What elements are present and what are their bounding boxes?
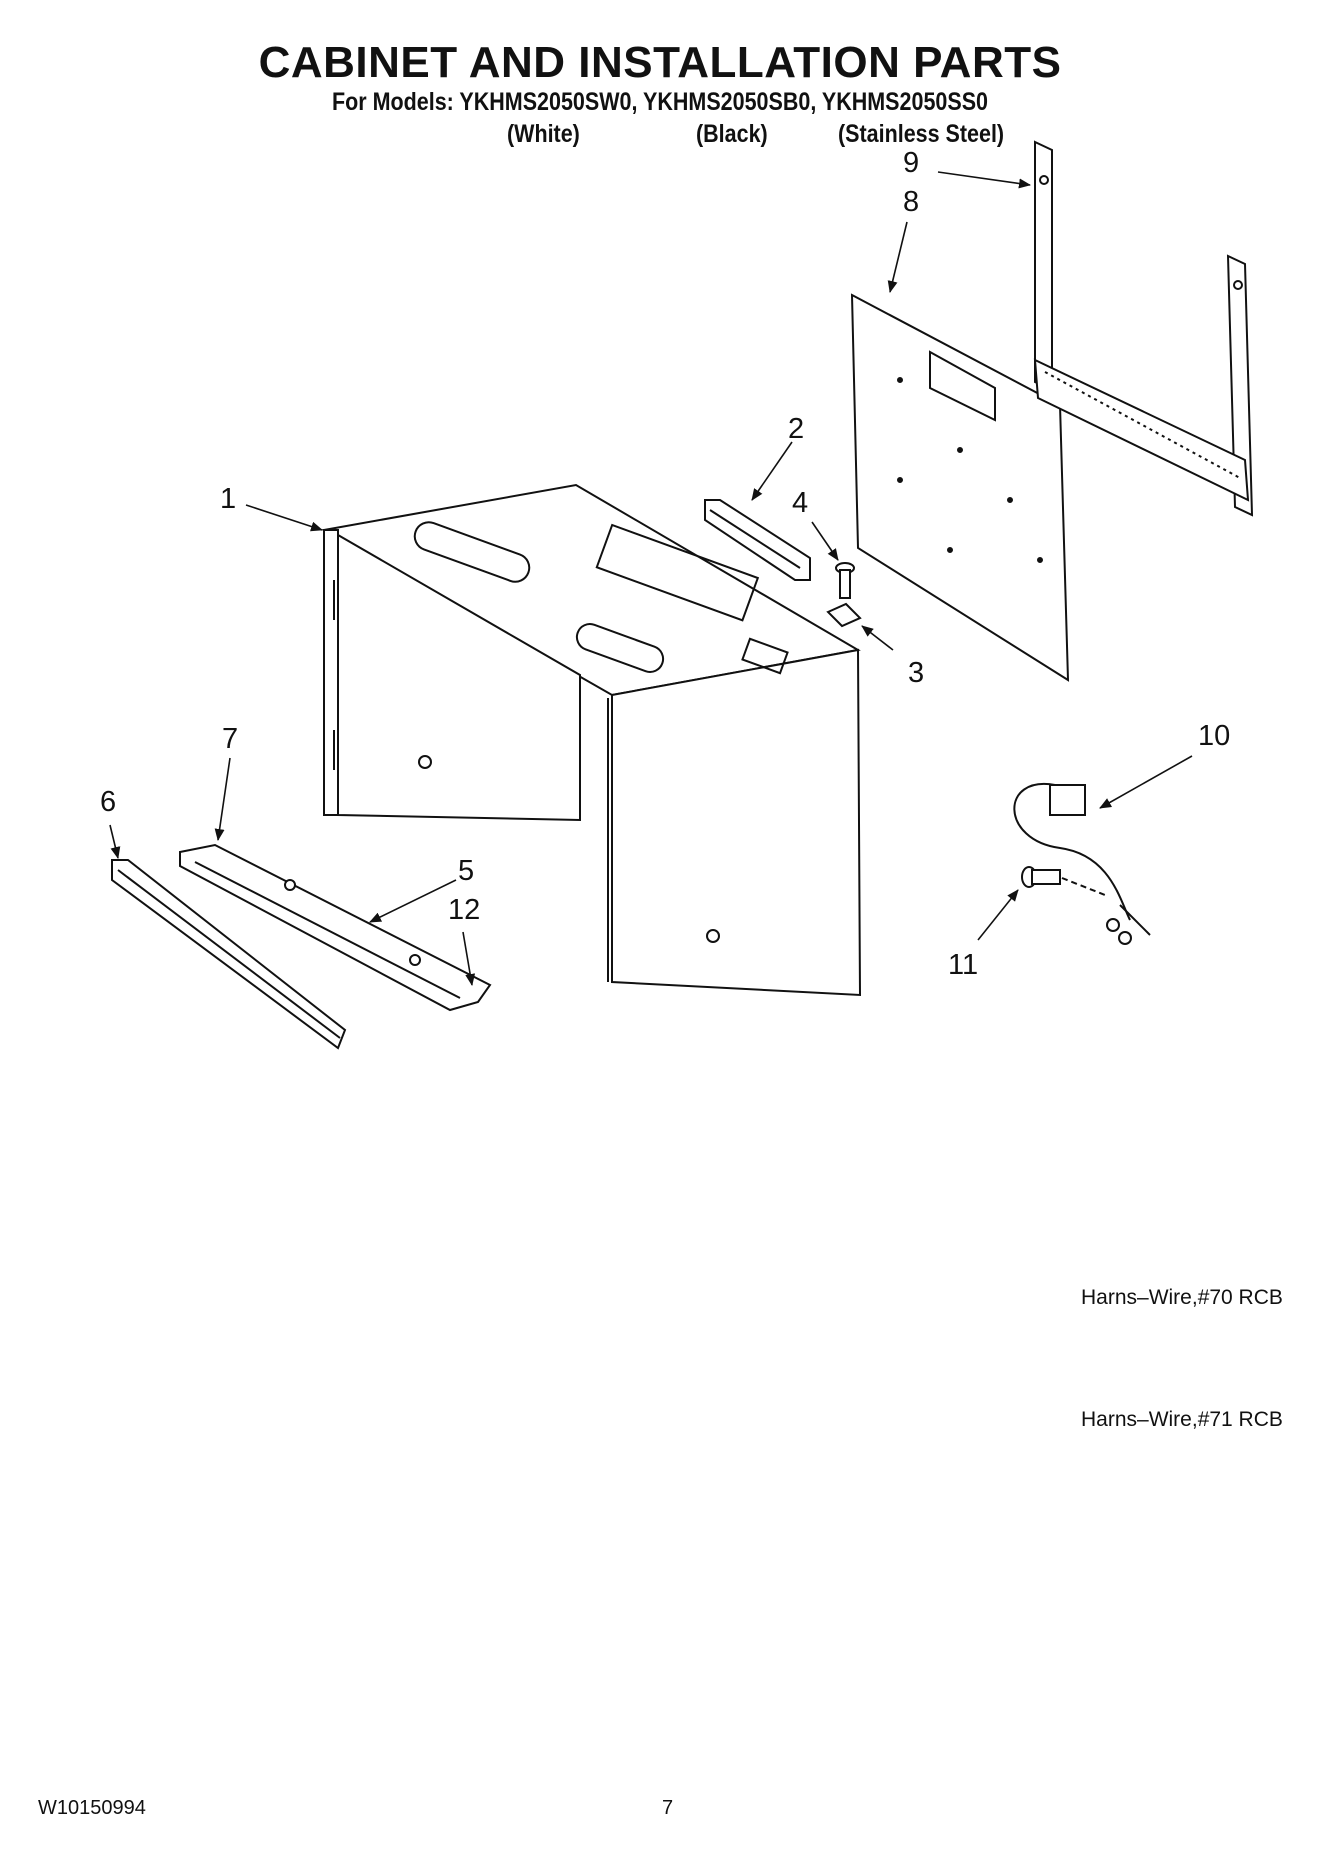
doc-number: W10150994 xyxy=(38,1797,146,1819)
variant-white: (White) xyxy=(507,120,580,148)
callout-7: 7 xyxy=(222,723,238,755)
callout-5: 5 xyxy=(458,855,474,887)
front-trim-part-6 xyxy=(111,859,347,1050)
page-title: CABINET AND INSTALLATION PARTS xyxy=(258,38,1062,87)
callout-arrows xyxy=(109,171,1193,986)
page-number: 7 xyxy=(662,1797,674,1819)
harness-note-70: Harns–Wire,#70 RCB xyxy=(1081,1286,1283,1309)
callout-1: 1 xyxy=(220,483,236,515)
wall-bracket-part-9 xyxy=(1033,140,1254,517)
filter-frame-part-7 xyxy=(179,843,492,1012)
callout-4: 4 xyxy=(792,487,808,519)
ground-screw-part-11 xyxy=(1021,866,1106,896)
callout-3: 3 xyxy=(908,657,924,689)
clip-part-3 xyxy=(826,602,862,628)
screw-part-4 xyxy=(835,562,855,599)
callout-9: 9 xyxy=(903,147,919,179)
models-line: For Models: YKHMS2050SW0, YKHMS2050SB0, … xyxy=(331,88,988,116)
callout-12: 12 xyxy=(448,894,480,926)
callout-6: 6 xyxy=(100,786,116,818)
wire-harness-part-10 xyxy=(1013,782,1151,945)
harness-note-71: Harns–Wire,#71 RCB xyxy=(1081,1408,1283,1431)
variant-stainless: (Stainless Steel) xyxy=(838,120,1005,148)
callout-10: 10 xyxy=(1198,720,1230,752)
mounting-plate-part-8 xyxy=(850,293,1070,682)
variant-black: (Black) xyxy=(696,120,768,148)
callout-11: 11 xyxy=(948,949,978,981)
callout-8: 8 xyxy=(903,186,919,218)
top-bracket-part-2 xyxy=(704,499,811,581)
cabinet-wrapper-part-1 xyxy=(321,483,862,997)
callout-2: 2 xyxy=(788,413,804,445)
